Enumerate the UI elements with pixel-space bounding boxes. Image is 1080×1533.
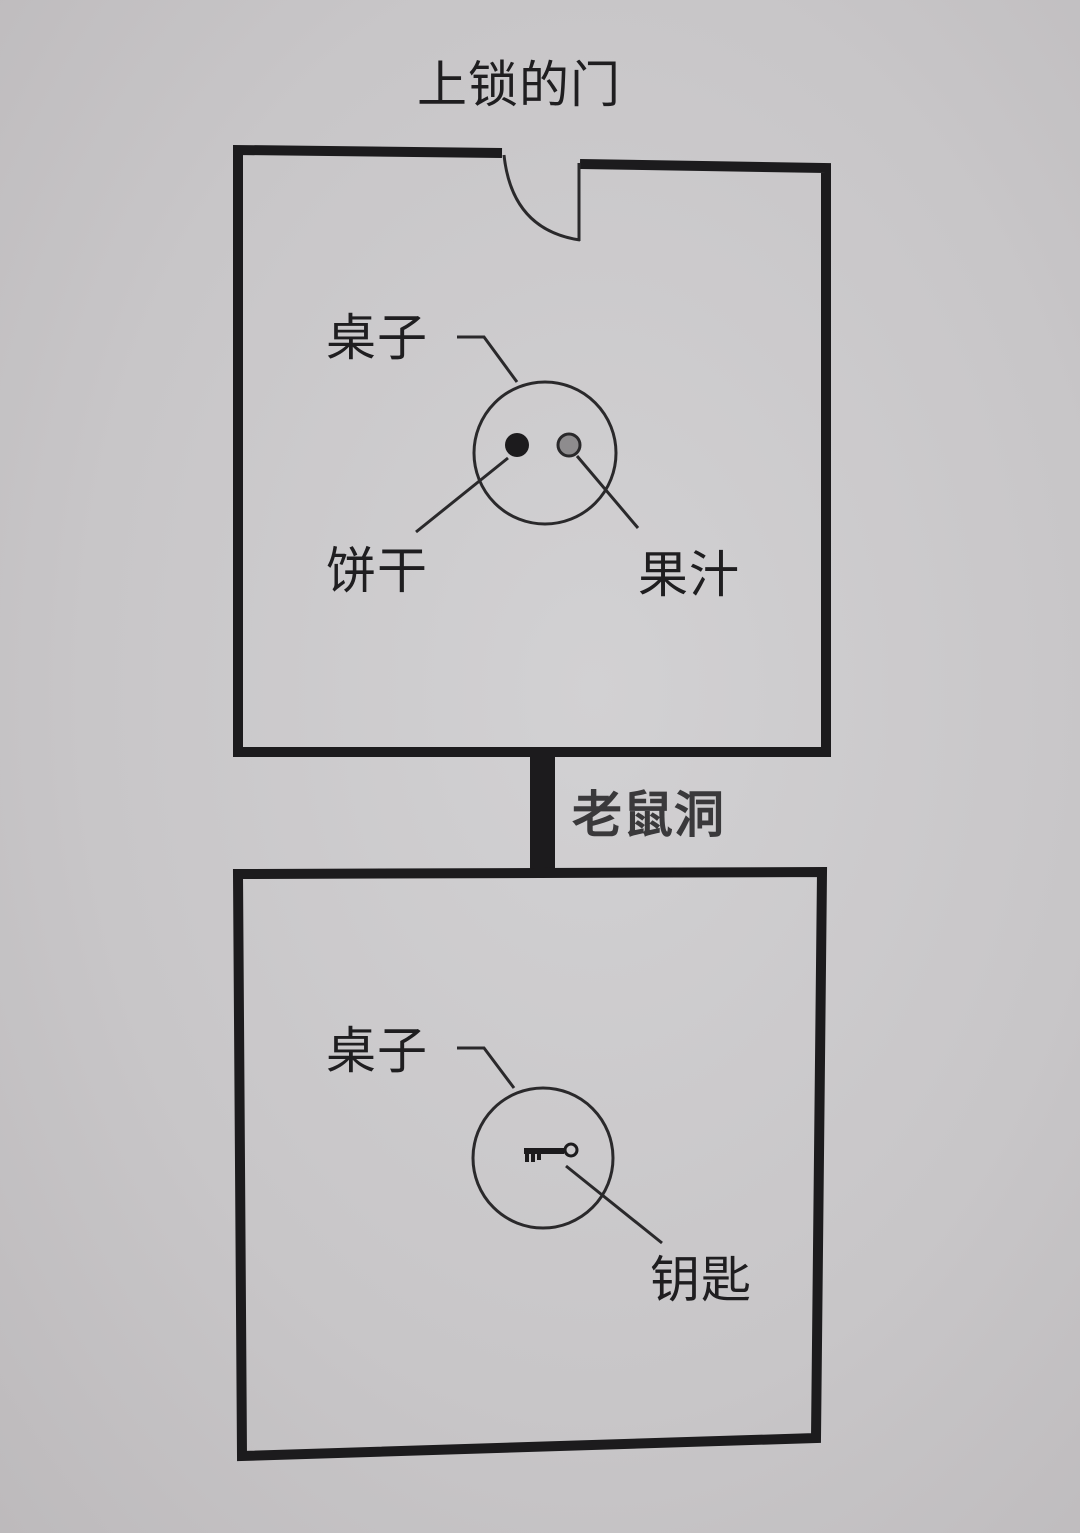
locked-door-label: 上锁的门	[417, 56, 621, 114]
locked-door-icon	[502, 154, 581, 242]
cookie-icon	[415, 433, 529, 534]
upper-room-walls	[233, 144, 831, 757]
key-label: 钥匙	[650, 1251, 752, 1309]
lower-room-walls	[232, 866, 828, 1462]
lower-table-label: 桌子	[326, 1022, 428, 1080]
cookie-label: 饼干	[326, 542, 428, 600]
key-icon	[524, 1142, 663, 1245]
upper-table-label: 桌子	[326, 309, 428, 367]
mouse-hole-label: 老鼠洞	[572, 786, 725, 844]
upper-table	[457, 335, 618, 526]
juice-label: 果汁	[638, 546, 740, 604]
mouse-hole-connector	[530, 750, 555, 874]
lower-table-leader	[457, 1046, 516, 1089]
lower-table	[457, 1046, 615, 1230]
upper-table-leader	[457, 335, 519, 383]
juice-icon	[556, 432, 640, 529]
